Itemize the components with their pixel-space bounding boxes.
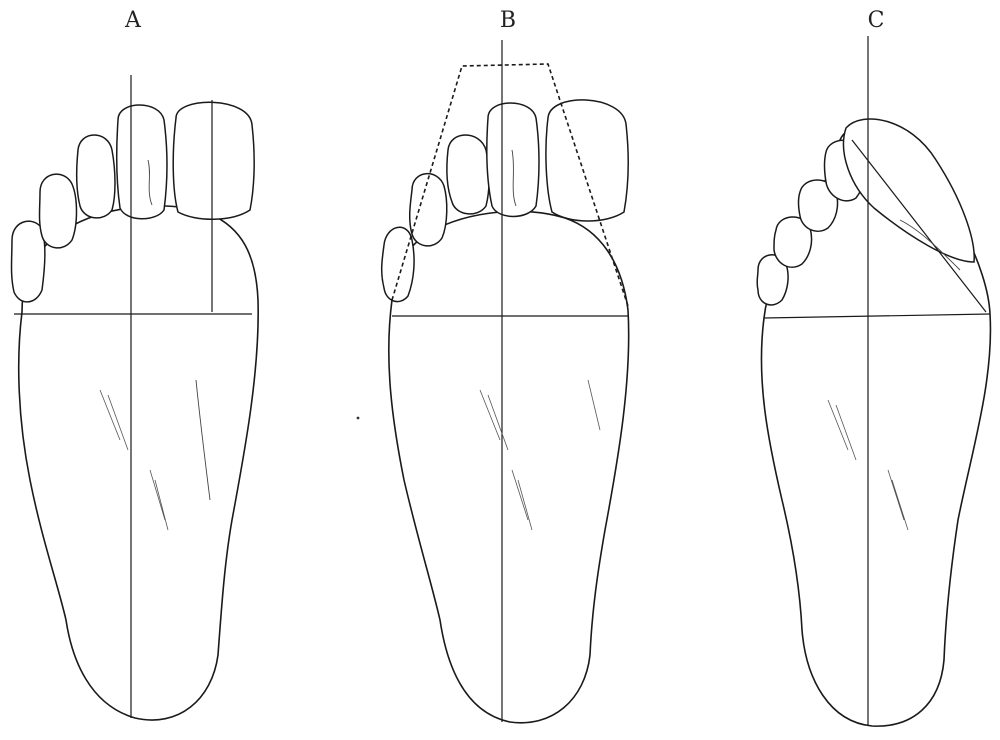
foot-a-toe-5 bbox=[12, 221, 45, 302]
foot-a-sole-outline bbox=[19, 206, 258, 720]
foot-a-big-toe bbox=[173, 102, 254, 219]
foot-c-big-toe bbox=[844, 119, 975, 262]
foot-c bbox=[757, 36, 990, 726]
foot-a-toe-2 bbox=[117, 105, 167, 219]
foot-a-toe-4 bbox=[40, 174, 77, 248]
foot-a bbox=[12, 75, 259, 720]
foot-b-toe-5 bbox=[382, 227, 414, 301]
foot-b-toe-4 bbox=[410, 174, 447, 246]
foot-b-big-toe bbox=[546, 100, 628, 221]
foot-b-sole-outline bbox=[389, 211, 629, 722]
foot-c-transverse-line bbox=[764, 314, 990, 318]
stray-dot bbox=[357, 417, 360, 420]
foot-a-toe-3 bbox=[77, 135, 115, 218]
foot-b bbox=[382, 40, 629, 723]
foot-b-toe-3 bbox=[447, 135, 489, 214]
